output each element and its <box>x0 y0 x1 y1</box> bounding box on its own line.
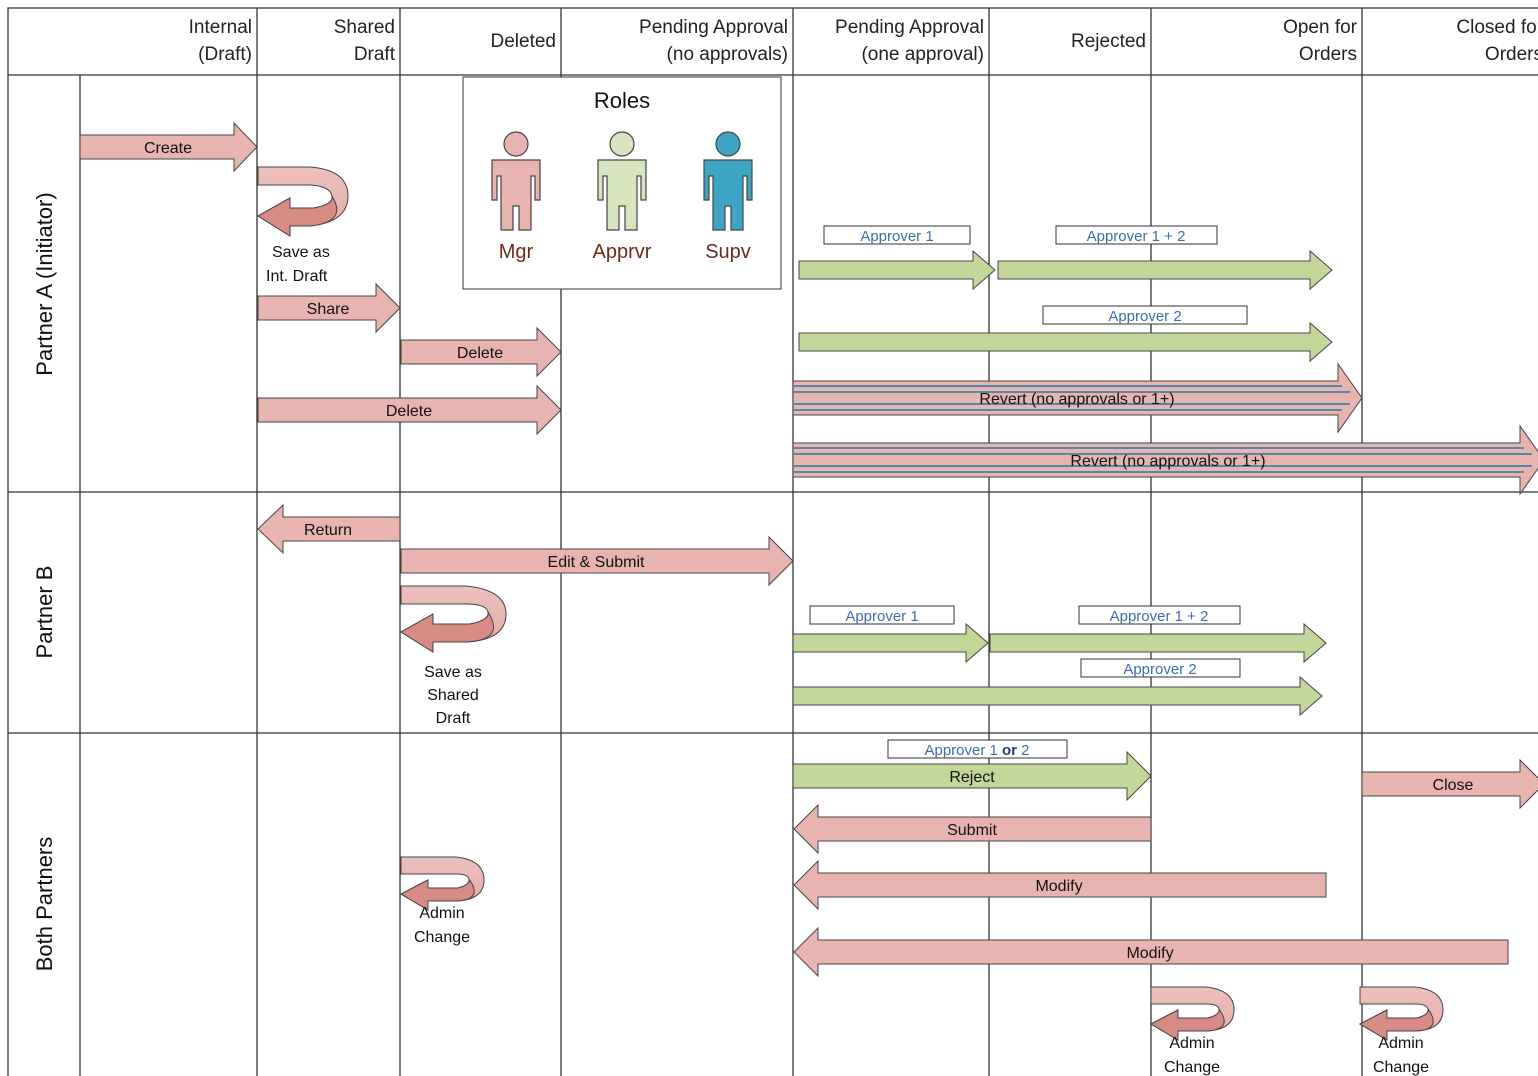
save-shared-loop: Save as Shared Draft <box>400 585 507 727</box>
loop-label: Save as <box>272 244 330 261</box>
col-header: Internal <box>189 17 252 38</box>
approver-tag: Approver 2 <box>1042 305 1248 325</box>
admin-change-loop-closed: Admin Change <box>1358 986 1444 1076</box>
person-icon <box>597 131 647 231</box>
roles-title: Roles <box>594 88 650 113</box>
person-icon <box>703 131 753 231</box>
lane-label-partner-b: Partner B <box>32 566 57 659</box>
modify-closed-arrow: Modify <box>793 926 1509 978</box>
svg-text:Approver 2: Approver 2 <box>1123 661 1196 678</box>
loop-label: Change <box>1164 1059 1220 1076</box>
loop-label: Admin <box>1169 1035 1214 1052</box>
delete-shared-arrow: Delete <box>400 326 562 378</box>
col-header: Open for <box>1283 17 1358 38</box>
loop-label: Change <box>414 929 470 946</box>
svg-text:Approver 1: Approver 1 <box>860 228 933 245</box>
grid <box>7 7 1538 1076</box>
edit-submit-arrow: Edit & Submit <box>400 535 794 587</box>
arrow-label: Revert (no approvals or 1+) <box>979 391 1174 408</box>
col-header: Deleted <box>491 31 557 52</box>
modify-open-arrow: Modify <box>793 859 1327 911</box>
svg-text:Approver 2: Approver 2 <box>1108 308 1181 325</box>
loop-label: Change <box>1373 1059 1429 1076</box>
svg-text:Approver 1: Approver 1 <box>845 608 918 625</box>
approve-arrow <box>997 249 1333 291</box>
return-arrow: Return <box>257 503 401 555</box>
delete-internal-arrow: Delete <box>257 384 562 436</box>
lane-label-both-partners: Both Partners <box>32 837 57 972</box>
approver-tag: Approver 1 or 2 <box>887 739 1068 759</box>
admin-change-loop-rejected: Admin Change <box>1149 986 1235 1076</box>
approve-arrow <box>798 249 996 291</box>
svg-text:Approver 1 or 2: Approver 1 or 2 <box>924 742 1029 759</box>
approver-tag: Approver 1 <box>823 225 971 245</box>
approve-arrow <box>792 622 989 664</box>
approver-tag: Approver 1 <box>809 605 955 625</box>
arrow-label: Modify <box>1126 945 1173 962</box>
arrow-label: Revert (no approvals or 1+) <box>1070 453 1265 470</box>
arrow-label: Reject <box>949 769 995 786</box>
loop-label: Admin <box>1378 1035 1423 1052</box>
col-header: Closed for <box>1456 17 1538 38</box>
lane-label-partner-a: Partner A (Initiator) <box>32 192 57 375</box>
col-header: (one approval) <box>861 44 984 65</box>
col-header: (no approvals) <box>667 44 788 65</box>
loop-label: Save as <box>424 664 482 681</box>
arrow-label: Submit <box>947 822 997 839</box>
role-label-mgr: Mgr <box>499 241 534 263</box>
loop-label: Int. Draft <box>266 268 328 285</box>
admin-change-loop-shared: Admin Change <box>399 856 485 946</box>
revert-open-arrow: Revert (no approvals or 1+) <box>792 362 1363 434</box>
reject-arrow: Reject <box>792 750 1152 802</box>
col-header: Orders <box>1485 44 1538 65</box>
col-header: (Draft) <box>198 44 252 65</box>
arrow-label: Delete <box>457 345 503 362</box>
arrow-label: Modify <box>1035 878 1082 895</box>
arrow-label: Return <box>304 522 352 539</box>
svg-text:Approver 1 + 2: Approver 1 + 2 <box>1110 608 1209 625</box>
submit-arrow: Submit <box>793 803 1152 855</box>
close-arrow: Close <box>1361 758 1538 810</box>
loop-label: Admin <box>419 905 464 922</box>
roles-legend: Roles Mgr Apprvr Supv <box>462 76 782 290</box>
loop-label: Shared <box>427 687 479 704</box>
loop-label: Draft <box>436 710 471 727</box>
arrow-label: Create <box>144 140 192 157</box>
save-internal-loop: Save as Int. Draft <box>257 166 349 285</box>
col-header: Rejected <box>1071 31 1146 52</box>
arrow-label: Delete <box>386 403 432 420</box>
col-header: Pending Approval <box>639 17 788 38</box>
role-label-supv: Supv <box>705 241 751 263</box>
revert-closed-arrow: Revert (no approvals or 1+) <box>792 424 1538 496</box>
svg-text:Approver 1 + 2: Approver 1 + 2 <box>1087 228 1186 245</box>
col-header: Orders <box>1299 44 1357 65</box>
person-icon <box>491 131 541 231</box>
arrow-label: Edit & Submit <box>548 554 645 571</box>
column-headers: Internal (Draft) Shared Draft Deleted Pe… <box>189 17 1538 65</box>
approve-arrow <box>798 321 1333 363</box>
approver-tag: Approver 2 <box>1080 658 1241 678</box>
create-arrow: Create <box>79 121 258 173</box>
share-arrow: Share <box>257 282 401 334</box>
col-header: Pending Approval <box>835 17 984 38</box>
role-label-apprvr: Apprvr <box>593 241 652 263</box>
approver-tag: Approver 1 + 2 <box>1055 225 1218 245</box>
approver-tag: Approver 1 + 2 <box>1078 605 1241 625</box>
col-header: Draft <box>354 44 396 65</box>
col-header: Shared <box>334 17 395 38</box>
diagram-border <box>7 7 1538 1076</box>
lane-labels: Partner A (Initiator) Partner B Both Par… <box>32 192 57 971</box>
arrow-label: Share <box>307 301 350 318</box>
approve-arrow <box>989 622 1327 664</box>
arrow-label: Close <box>1433 777 1474 794</box>
approve-arrow <box>792 675 1323 717</box>
